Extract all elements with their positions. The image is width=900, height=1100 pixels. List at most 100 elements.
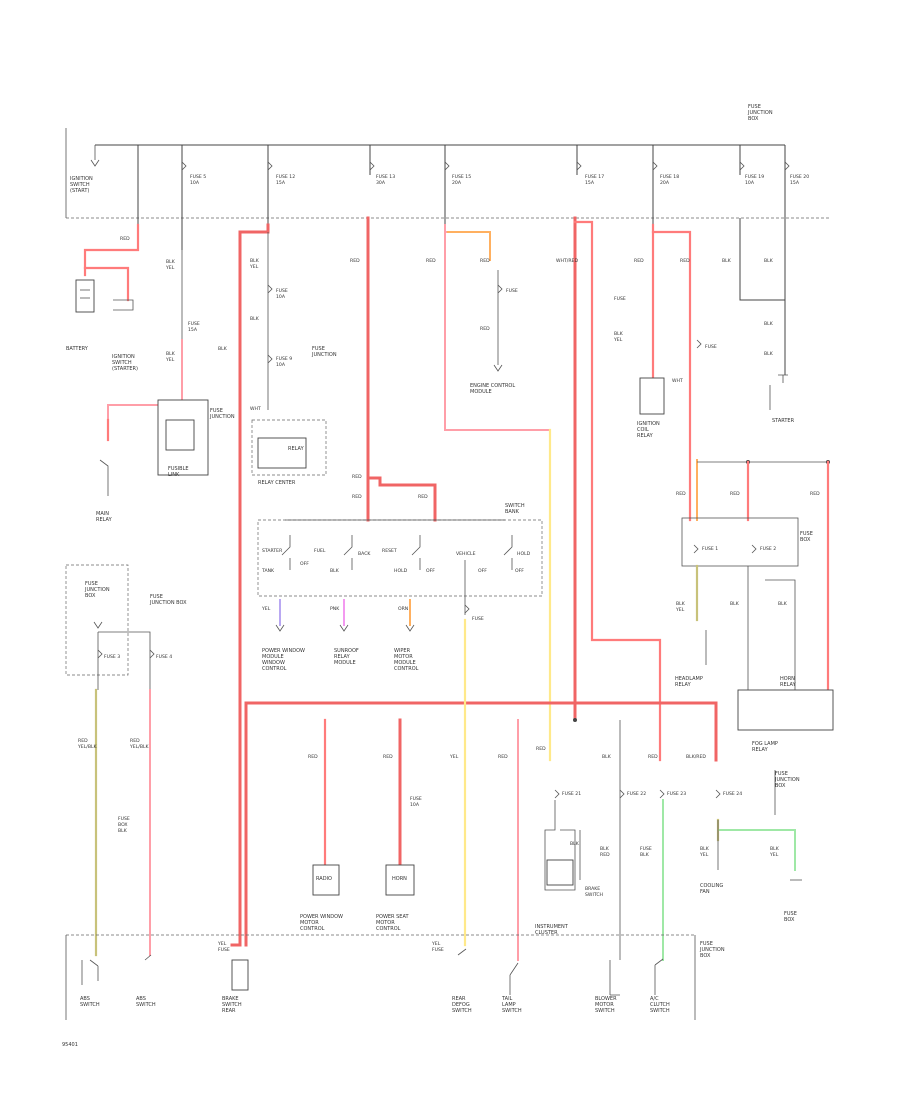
svg-text:PNK: PNK [330,606,340,612]
brake-switch-label: BRAKE [222,996,239,1002]
radio [312,864,340,896]
svg-text:20A: 20A [660,180,670,186]
svg-text:YEL: YEL [675,607,685,613]
svg-text:REAR: REAR [222,1008,236,1014]
svg-text:RESET: RESET [382,548,397,554]
ignition-switch-top-label: IGNITION [70,176,93,182]
svg-text:20A: 20A [452,180,462,186]
svg-text:HORN: HORN [392,876,407,882]
svg-text:BLK: BLK [166,351,176,357]
svg-text:RELAY: RELAY [288,446,305,452]
svg-text:FUSE: FUSE [700,941,713,947]
svg-text:HORN: HORN [780,676,795,682]
svg-text:SWITCH: SWITCH [585,892,603,898]
svg-text:RED: RED [480,258,490,264]
svg-text:FUSE 4: FUSE 4 [156,654,172,660]
svg-text:15A: 15A [790,180,800,186]
battery-circuit: RED BATTERY IGNITION SWITCH (STARTER) [66,223,140,372]
svg-text:FUSE 12: FUSE 12 [276,174,295,180]
svg-text:FUSE: FUSE [218,947,230,953]
svg-text:CLUTCH: CLUTCH [650,1002,670,1008]
svg-text:BLK: BLK [764,351,774,357]
relay-center-label: RELAY CENTER [258,480,296,486]
svg-text:JUNCTION: JUNCTION [311,352,337,358]
svg-text:WINDOW: WINDOW [262,660,285,666]
svg-text:FUSE: FUSE [85,581,98,587]
svg-text:RED: RED [810,491,820,497]
svg-text:RED: RED [600,852,610,858]
svg-text:FUSE 17: FUSE 17 [585,174,604,180]
svg-text:ABS: ABS [136,996,146,1002]
svg-text:BOX: BOX [748,116,759,122]
svg-text:BLK: BLK [764,258,774,264]
page-code: 95401 [62,1042,78,1048]
svg-text:RED: RED [648,754,658,760]
relay-center-component [257,437,307,469]
svg-text:15A: 15A [276,180,286,186]
svg-text:BLK: BLK [600,846,610,852]
svg-text:RED: RED [120,236,130,242]
svg-text:BOX: BOX [700,953,711,959]
svg-text:BLK: BLK [722,258,732,264]
svg-text:FUSE 13: FUSE 13 [376,174,395,180]
svg-text:FUSE: FUSE [775,771,788,777]
svg-text:RED: RED [130,738,140,744]
svg-text:RELAY: RELAY [752,747,769,753]
svg-text:RELAY: RELAY [96,517,113,523]
svg-text:OFF: OFF [426,568,435,574]
svg-text:RED: RED [426,258,436,264]
svg-text:CONTROL: CONTROL [262,666,287,672]
svg-text:YEL: YEL [449,754,459,760]
power-window-label: POWER WINDOW [262,648,305,654]
svg-text:SWITCH: SWITCH [452,1008,472,1014]
svg-text:10A: 10A [276,294,286,300]
rear-defog-label: REAR [452,996,466,1002]
svg-text:RADIO: RADIO [316,876,332,882]
svg-text:FUSE: FUSE [472,616,484,622]
svg-text:JUNCTION: JUNCTION [747,110,773,116]
svg-text:YEL: YEL [165,357,175,363]
svg-text:FUSE 15: FUSE 15 [452,174,471,180]
blower-motor-label: BLOWER [595,996,617,1002]
svg-text:SWITCH: SWITCH [502,1008,522,1014]
svg-text:RED: RED [352,494,362,500]
svg-text:YEL: YEL [769,852,779,858]
svg-text:CONTROL: CONTROL [376,926,401,932]
svg-text:FUSE 18: FUSE 18 [660,174,679,180]
svg-text:RED: RED [730,491,740,497]
svg-text:SWITCH: SWITCH [650,1008,670,1014]
svg-text:BOX: BOX [784,917,795,923]
svg-text:MOTOR: MOTOR [394,654,413,660]
svg-text:BOX: BOX [800,537,811,543]
fuse-6-branch: WHT/RED [556,216,662,762]
svg-text:RELAY: RELAY [780,682,797,688]
svg-text:MODULE: MODULE [470,389,492,395]
svg-text:YEL/BLK: YEL/BLK [77,744,98,750]
svg-text:CONTROL: CONTROL [394,666,419,672]
svg-text:BLK: BLK [778,601,788,607]
svg-text:BLK: BLK [700,846,710,852]
svg-text:BLK: BLK [602,754,612,760]
svg-text:RED: RED [350,258,360,264]
svg-text:BANK: BANK [505,509,520,515]
svg-text:SWITCH: SWITCH [222,1002,242,1008]
svg-text:RED: RED [536,746,546,752]
svg-text:FUSE: FUSE [784,911,797,917]
instrument-cluster-label: INSTRUMENT [535,924,569,930]
svg-text:FUSE: FUSE [506,288,518,294]
svg-text:SWITCH: SWITCH [112,360,132,366]
svg-text:OFF: OFF [478,568,487,574]
svg-text:BLK: BLK [118,828,128,834]
svg-text:HOLD: HOLD [517,551,531,557]
